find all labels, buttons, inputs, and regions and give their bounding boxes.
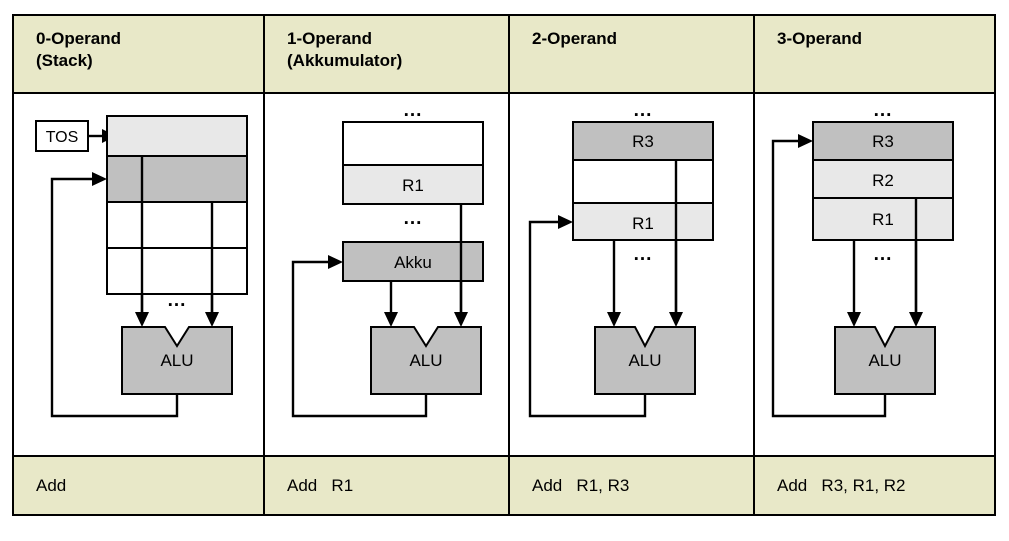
alu-label: ALU (868, 351, 901, 370)
header-cell-3-operand: 3-Operand (753, 16, 994, 92)
two-operand-architecture-diagram: ... R3 R1 ... ALU (528, 100, 714, 418)
two-op-feedback-path (528, 220, 647, 418)
header-label-0-operand: 0-Operand (Stack) (36, 29, 122, 70)
stack-feedback-path (50, 177, 179, 418)
stack-cell-0 (106, 115, 248, 157)
register-cell-r2 (812, 159, 954, 199)
stack-alu-input-right-arrow (205, 312, 219, 327)
header-label-3-operand: 3-Operand (777, 29, 863, 48)
alu-label: ALU (409, 351, 442, 370)
diagram-cell-two-operand: ... R3 R1 ... ALU (508, 94, 753, 455)
two-op-alu-input-left-arrow (607, 312, 621, 327)
alu-shape (121, 326, 233, 395)
accu-ellipsis-mid: ... (404, 208, 423, 229)
instruction-label-0-operand: Add (36, 475, 67, 495)
register-label-r3: R3 (632, 132, 654, 151)
instruction-label-2-operand: Add R1, R3 (532, 475, 630, 495)
three-operand-architecture-diagram: ... R3 R2 R1 ... ALU (771, 100, 954, 418)
register-cell-empty (572, 159, 714, 204)
stack-alu-input-left-arrow (135, 312, 149, 327)
stack-ellipsis: ... (168, 290, 187, 311)
register-cell-r3 (572, 121, 714, 161)
stack-cell-1 (106, 155, 248, 203)
register-label-r2: R2 (872, 171, 894, 190)
table-diagram-row: TOS (14, 94, 994, 457)
instruction-cell-2-operand: Add R1, R3 (508, 457, 753, 514)
three-op-alu-input-left-arrow (847, 312, 861, 327)
header-label-2-operand: 2-Operand (532, 29, 618, 48)
alu-shape (594, 326, 696, 395)
operand-architecture-table: 0-Operand (Stack) 1-Operand (Akkumulator… (12, 14, 996, 516)
tos-pointer-box (35, 120, 89, 152)
accu-feedback-arrow-head (328, 255, 343, 269)
register-label-r1: R1 (632, 214, 654, 233)
register-cell-r3 (812, 121, 954, 161)
accu-alu-input-right-arrow (454, 312, 468, 327)
three-op-ellipsis-mid: ... (874, 244, 893, 265)
instruction-cell-3-operand: Add R3, R1, R2 (753, 457, 994, 514)
stack-feedback-arrow-head (92, 172, 107, 186)
three-op-alu-input-right-arrow (909, 312, 923, 327)
register-label-r1: R1 (402, 176, 424, 195)
alu-label: ALU (628, 351, 661, 370)
diagram-cell-three-operand: ... R3 R2 R1 ... ALU (753, 94, 994, 455)
stack-cell-2 (106, 201, 248, 249)
register-label-r3: R3 (872, 132, 894, 151)
three-op-ellipsis-top: ... (874, 100, 893, 121)
table-instruction-row: Add Add R1 Add R1, R3 Add R3, R1, R2 (14, 457, 994, 514)
header-cell-0-operand: 0-Operand (Stack) (14, 16, 263, 92)
diagram-cell-accumulator: ... R1 ... Akku (263, 94, 508, 455)
accu-feedback-path (291, 260, 428, 418)
instruction-cell-1-operand: Add R1 (263, 457, 508, 514)
diagram-cell-stack: TOS (14, 94, 263, 455)
instruction-label-1-operand: Add R1 (287, 475, 354, 495)
three-op-feedback-path (771, 139, 887, 418)
instruction-cell-0-operand: Add (14, 457, 263, 514)
register-cell-r1 (572, 202, 714, 241)
register-cell-empty (342, 121, 484, 166)
accu-alu-input-left-arrow (384, 312, 398, 327)
two-op-feedback-arrow-head (558, 215, 573, 229)
accu-ellipsis-top: ... (404, 100, 423, 121)
two-op-alu-input-right-arrow (669, 312, 683, 327)
header-label-1-operand: 1-Operand (Akkumulator) (287, 29, 403, 70)
stack-architecture-diagram: TOS (35, 115, 248, 418)
header-cell-2-operand: 2-Operand (508, 16, 753, 92)
table-header-row: 0-Operand (Stack) 1-Operand (Akkumulator… (14, 16, 994, 94)
register-label-r1: R1 (872, 210, 894, 229)
alu-shape (370, 326, 482, 395)
accumulator-label: Akku (394, 253, 432, 272)
tos-pointer-label: TOS (46, 129, 79, 146)
three-op-feedback-arrow-head (798, 134, 813, 148)
alu-shape (834, 326, 936, 395)
register-cell-r1 (812, 197, 954, 241)
alu-label: ALU (160, 351, 193, 370)
accumulator-architecture-diagram: ... R1 ... Akku (291, 100, 484, 418)
register-cell-r1 (342, 164, 484, 205)
accumulator-box (342, 241, 484, 282)
two-op-ellipsis-top: ... (634, 100, 653, 121)
instruction-label-3-operand: Add R3, R1, R2 (777, 475, 906, 495)
stack-cell-3 (106, 247, 248, 295)
two-op-ellipsis-mid: ... (634, 244, 653, 265)
header-cell-1-operand: 1-Operand (Akkumulator) (263, 16, 508, 92)
